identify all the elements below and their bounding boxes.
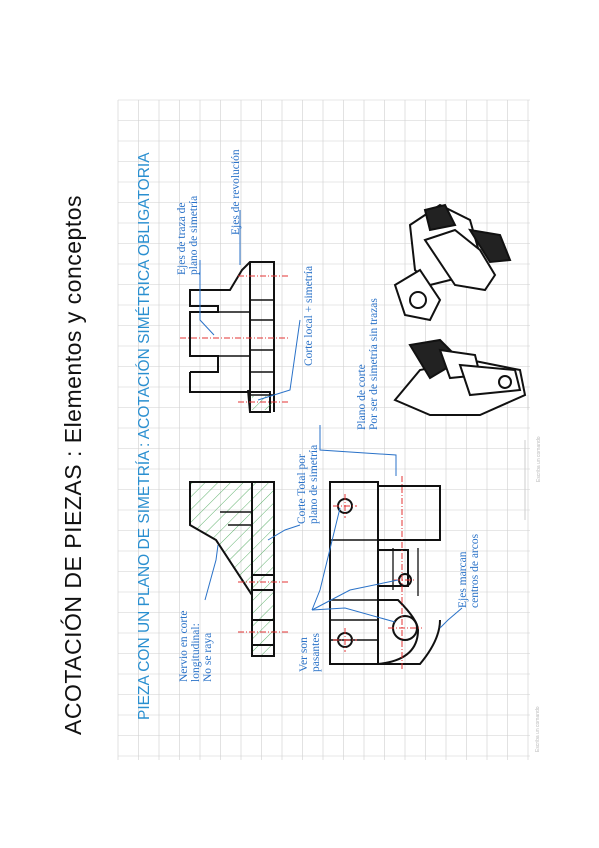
ejes-traza-line-2: plano de simetría: [188, 195, 200, 275]
isometric-view-right: [393, 203, 512, 322]
grid: [117, 99, 530, 760]
section-view-total: [189, 481, 275, 657]
ejes-traza-annotation: Ejes de traza de plano de simetría: [176, 196, 200, 275]
nervio-line-3: No se raya: [202, 632, 214, 682]
corte-total-annotation: Corte Total por plano de simetría: [296, 445, 320, 524]
section-subtitle: PIEZA CON UN PLANO DE SIMETRÍA : ACOTACI…: [136, 152, 153, 720]
page-title: ACOTACIÓN DE PIEZAS : Elementos y concep…: [60, 194, 86, 735]
section-axes: [238, 581, 290, 633]
ejes-marcan-annotation: Ejes marcan centros de arcos: [457, 534, 481, 608]
right-edge-marks: [524, 395, 529, 520]
local-section-hatch: [252, 396, 272, 410]
ver-son-annotation: Ver son pasantes: [298, 633, 322, 672]
isometric-view-left: [393, 338, 527, 416]
ejes-revolucion-annotation: Ejes de revolución: [230, 149, 242, 235]
nervio-annotation: Nervio en corte longitudinal: No se raya: [178, 610, 214, 682]
ver-son-line-1: Ver son: [298, 637, 310, 672]
corte-total-line-2: plano de simetría: [308, 444, 320, 524]
ver-son-line-2: pasantes: [310, 633, 322, 672]
ejes-marcan-line-2: centros de arcos: [469, 533, 481, 608]
corte-local-annotation: Corte local + simetría: [303, 265, 315, 366]
command-line-text-2: Escriba un comando: [536, 436, 542, 482]
corte-total-line-1: Corte Total por: [296, 454, 308, 524]
nervio-line-1: Nervio en corte: [178, 610, 190, 682]
plano-corte-annotation: Plano de corte Por ser de simetría sin t…: [356, 298, 380, 430]
plano-corte-line-1: Plano de corte: [356, 364, 368, 430]
ejes-traza-line-1: Ejes de traza de: [176, 202, 188, 275]
plan-view: [329, 481, 441, 665]
leader-lines: [199, 210, 463, 629]
command-line-text-1: Escriba un comando: [535, 706, 541, 752]
ejes-marcan-line-1: Ejes marcan: [457, 551, 469, 608]
plano-corte-line-2: Por ser de simetría sin trazas: [368, 298, 380, 430]
nervio-line-2: longitudinal:: [190, 623, 202, 682]
revolution-axes: [180, 275, 290, 403]
